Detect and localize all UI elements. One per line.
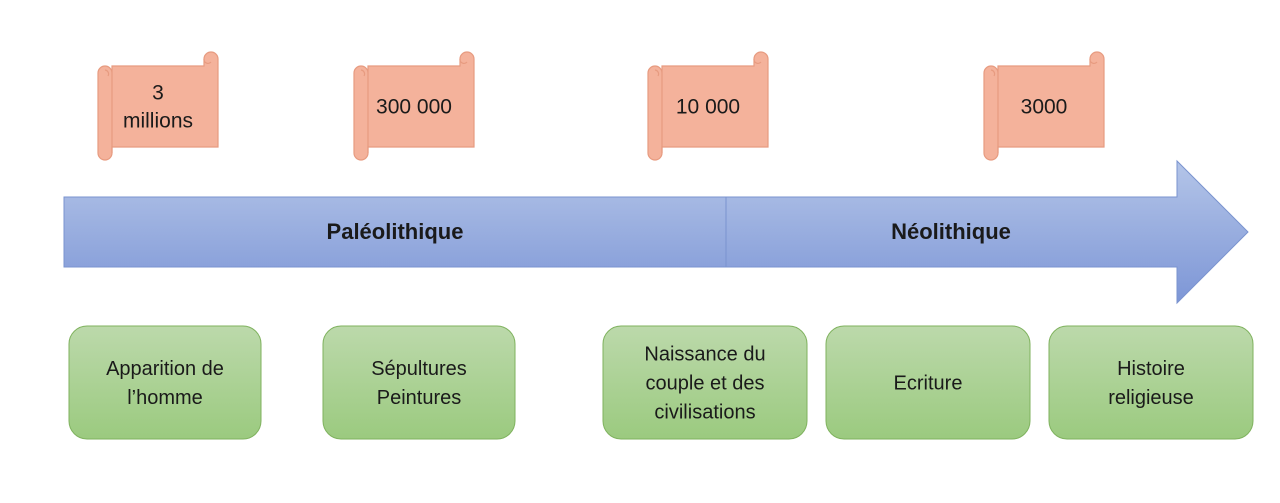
text-line: Apparition de <box>106 358 224 380</box>
scroll-curl <box>990 69 999 153</box>
date-scroll: 300 000 <box>353 51 475 161</box>
event-label: Naissance du couple et des civilisations <box>644 344 765 424</box>
text-line: Histoire <box>1117 358 1185 380</box>
period-label-paleolithique: Paléolithique <box>327 219 464 244</box>
event-box-shape <box>1048 325 1254 440</box>
text-line: 300 000 <box>376 96 452 119</box>
date-label: 10 000 <box>676 96 740 119</box>
event-box: Apparition de l’homme <box>68 325 262 440</box>
text-line: religieuse <box>1108 387 1194 409</box>
date-scroll: 3 millions <box>97 51 219 161</box>
date-scroll: 10 000 <box>647 51 769 161</box>
scroll-curl <box>1089 58 1098 64</box>
scroll-curl <box>753 58 762 64</box>
event-box: Naissance du couple et des civilisations <box>602 325 808 440</box>
event-label: Ecriture <box>894 373 963 395</box>
event-label: Apparition de l’homme <box>106 358 224 409</box>
timeline-arrow-shape <box>63 159 1249 305</box>
date-label: 3000 <box>1021 96 1068 119</box>
event-box-shape <box>322 325 516 440</box>
event-box: Histoire religieuse <box>1048 325 1254 440</box>
text-line: Peintures <box>377 387 462 409</box>
date-label: 3 millions <box>123 82 193 133</box>
event-box-shape <box>68 325 262 440</box>
scroll-curl <box>360 69 369 153</box>
scroll-icon <box>353 51 475 161</box>
text-line: millions <box>123 110 193 133</box>
scroll-icon <box>647 51 769 161</box>
event-box-shape <box>825 325 1031 440</box>
timeline-arrow: Paléolithique Néolithique <box>63 159 1249 305</box>
text-line: Ecriture <box>894 373 963 395</box>
text-line: l’homme <box>127 387 203 409</box>
text-line: couple et des <box>646 373 765 395</box>
date-scrolls: 3 millions 300 000 10 000 3000 <box>97 51 1105 161</box>
text-line: 3 <box>152 82 164 105</box>
event-box-shape <box>602 325 808 440</box>
date-scroll: 3000 <box>983 51 1105 161</box>
scroll-icon <box>983 51 1105 161</box>
text-line: 10 000 <box>676 96 740 119</box>
scroll-icon <box>97 51 219 161</box>
period-label-neolithique: Néolithique <box>891 219 1011 244</box>
text-line: Sépultures <box>371 358 467 380</box>
event-label: Histoire religieuse <box>1108 358 1194 409</box>
text-line: civilisations <box>654 402 755 424</box>
scroll-curl <box>654 69 663 153</box>
scroll-curl <box>203 58 212 64</box>
text-line: 3000 <box>1021 96 1068 119</box>
date-label: 300 000 <box>376 96 452 119</box>
event-box: Ecriture <box>825 325 1031 440</box>
scroll-curl <box>104 69 113 153</box>
scroll-curl <box>459 58 468 64</box>
text-line: Naissance du <box>644 344 765 366</box>
